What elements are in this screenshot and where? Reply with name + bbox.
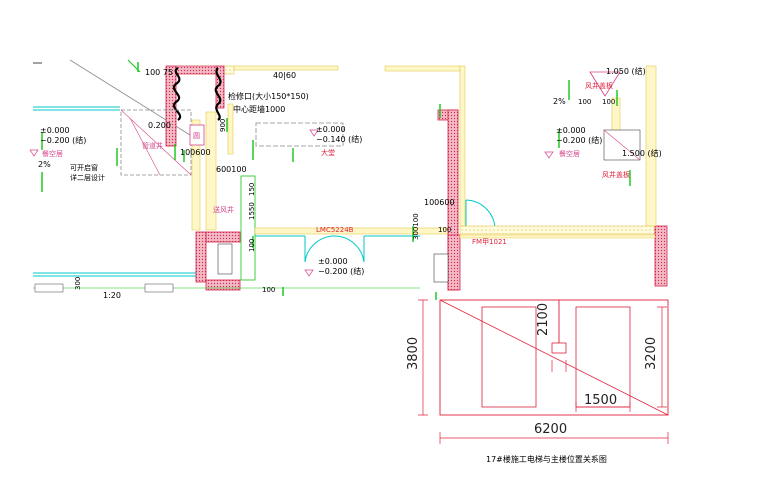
dim-3200: 3200 (644, 337, 659, 370)
dim-3800: 3800 (406, 337, 421, 370)
dim-100-d: 100 (578, 98, 591, 106)
level-pm0000-door: ±0.000 (318, 257, 348, 266)
fire-door-code: FM甲1021 (472, 238, 507, 246)
shaft-cover-top: 风井盖板 (585, 81, 613, 90)
dim-2100: 2100 (536, 303, 551, 336)
dim-300-100: 300100 (412, 213, 420, 240)
center-distance-note: 中心距墙1000 (233, 104, 285, 114)
dim-100-600-b: 100600 (424, 198, 455, 207)
opening-note: 检修口(大小150*150) (228, 91, 309, 101)
dim-100-600-a: 100600 (180, 148, 211, 157)
level-1500: 1.500 (结) (622, 148, 662, 158)
dim-300: 300 (74, 277, 82, 290)
pipe-well-label: 管道井 (142, 141, 163, 150)
floor-plan (29, 59, 668, 300)
dim-900: 900 (219, 119, 227, 132)
see-second-floor-note: 详二层设计 (70, 173, 105, 182)
shaft-cover-bottom: 风井盖板 (602, 170, 630, 179)
scale-label: 1:20 (103, 291, 121, 300)
hall-label: 大堂 (321, 148, 335, 157)
round-mark: 圆 (193, 132, 200, 140)
dim-100-c: 100 (438, 226, 451, 234)
level-1050: 1.050 (结) (606, 66, 646, 76)
window-code: LMC5224B (316, 226, 354, 234)
level-m0200-door: −0.200 (结) (318, 266, 364, 276)
dim-6200: 6200 (534, 422, 567, 437)
plan-labels: 100 75 40|60 检修口(大小150*150) 中心距墙1000 0.2… (38, 66, 662, 300)
dim-100-75: 100 75 (145, 68, 173, 77)
level-m0200-right: −0.200 (结) (556, 135, 602, 145)
dim-100-b: 100 (262, 286, 275, 294)
openable-window-note: 可开启窗 (70, 163, 98, 172)
dim-100-a: 100 (248, 239, 256, 252)
level-pm0000-right: ±0.000 (556, 126, 586, 135)
level-0200-top: 0.200 (148, 121, 171, 130)
vent-shaft-label: 送风井 (213, 205, 234, 214)
dim-1500: 1500 (584, 393, 617, 408)
level-pm0000-left: ±0.000 (40, 126, 70, 135)
level-m0200-left: −0.200 (结) (40, 135, 86, 145)
dim-100-e: 100 (602, 98, 615, 106)
dim-40-60: 40|60 (273, 71, 296, 80)
dim-1550: 1550 (248, 202, 256, 220)
elevator-diagram-labels: 2100 3800 3200 1500 6200 17#楼施工电梯与主楼位置关系… (406, 303, 659, 464)
dim-600-100: 600100 (216, 165, 247, 174)
room-label-left: 餐空居 (42, 149, 63, 158)
dim-150: 150 (248, 183, 256, 196)
level-m0140: −0.140 (结) (316, 134, 362, 144)
elevator-diagram (418, 299, 669, 444)
slope-2-left: 2% (38, 160, 51, 169)
drawing-caption: 17#楼施工电梯与主楼位置关系图 (486, 454, 607, 464)
room-label-right: 餐空居 (559, 149, 580, 158)
level-pm0000-mid: ±0.000 (316, 125, 346, 134)
slope-2-right: 2% (553, 97, 566, 106)
